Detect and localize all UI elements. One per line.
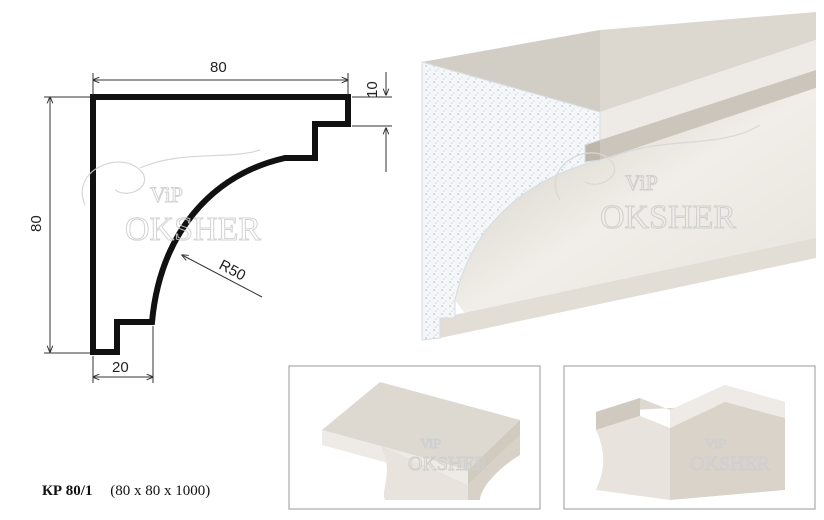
product-code: КР 80/1 bbox=[42, 483, 93, 499]
dim-width-label: 80 bbox=[210, 59, 227, 76]
product-size: (80 x 80 x 1000) bbox=[110, 483, 211, 499]
watermark-left: ViP OKSHER bbox=[81, 149, 262, 249]
svg-text:ViP: ViP bbox=[705, 437, 726, 452]
profile-outline bbox=[90, 94, 351, 355]
product-caption: КР 80/1 (80 x 80 x 1000) bbox=[42, 483, 210, 500]
svg-text:ViP: ViP bbox=[420, 437, 441, 452]
moulding-3d-render: ViP OKSHER bbox=[421, 12, 816, 341]
dim-top-label: 10 bbox=[364, 81, 381, 98]
outer-corner-render: ViP OKSHER bbox=[322, 382, 520, 500]
svg-text:OKSHER: OKSHER bbox=[690, 453, 771, 475]
watermark-line2: OKSHER bbox=[125, 211, 261, 248]
dim-height-label: 80 bbox=[28, 215, 45, 232]
svg-text:OKSHER: OKSHER bbox=[408, 453, 489, 475]
inner-corner-render: ViP OKSHER bbox=[596, 385, 785, 500]
svg-text:OKSHER: OKSHER bbox=[600, 199, 736, 236]
watermark-line1: ViP bbox=[150, 182, 183, 207]
dim-bottom-label: 20 bbox=[112, 359, 129, 376]
radius-label: R50 bbox=[216, 257, 248, 285]
svg-text:ViP: ViP bbox=[625, 170, 658, 195]
